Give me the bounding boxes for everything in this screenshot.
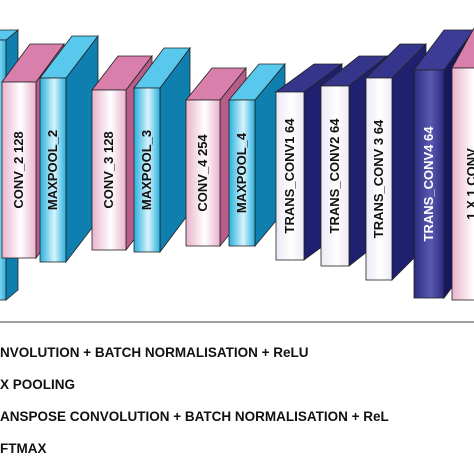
block-top-face bbox=[451, 27, 474, 69]
block-label: TRANS_CONV 3 64 bbox=[371, 119, 386, 238]
block-label: TRANS_CONV2 64 bbox=[327, 118, 342, 234]
block-front-face bbox=[39, 77, 67, 263]
block-front-face bbox=[133, 87, 161, 253]
block-trans-conv3: TRANS_CONV 3 64 bbox=[365, 43, 427, 281]
legend-item-pool: X POOLING bbox=[0, 377, 75, 392]
legend: NVOLUTION + BATCH NORMALISATION + ReLU X … bbox=[0, 345, 389, 456]
block-conv-1x1: 1 X 1 CONV bbox=[451, 27, 474, 301]
block-front-face bbox=[451, 67, 474, 301]
block-label: MAXPOOL_3 bbox=[139, 130, 154, 210]
block-label: TRANS_CONV1 64 bbox=[282, 118, 297, 234]
block-label: MAXPOOL_2 bbox=[45, 130, 60, 210]
legend-item-conv: NVOLUTION + BATCH NORMALISATION + ReLU bbox=[0, 345, 309, 360]
block-label: 1 X 1 CONV bbox=[464, 148, 474, 220]
legend-item-softmax: FTMAX bbox=[0, 441, 47, 456]
block-label: TRANS_CONV4 64 bbox=[421, 126, 436, 242]
block-front-face bbox=[91, 89, 127, 251]
block-maxpool-3: MAXPOOL_3 bbox=[133, 46, 191, 254]
block-maxpool-2: MAXPOOL_2 bbox=[39, 34, 99, 264]
block-label: CONV_2 128 bbox=[11, 131, 26, 208]
block-label: CONV_4 254 bbox=[195, 134, 210, 212]
block-front-face bbox=[185, 99, 221, 247]
block-front-face bbox=[1, 81, 37, 259]
block-front-face bbox=[228, 99, 256, 247]
block-front-face bbox=[275, 91, 305, 261]
block-top-face bbox=[0, 29, 20, 41]
block-front-face bbox=[365, 77, 393, 281]
legend-item-trans: ANSPOSE CONVOLUTION + BATCH NORMALISATIO… bbox=[0, 409, 389, 424]
block-front-face bbox=[320, 85, 350, 267]
block-label: CONV_3 128 bbox=[101, 131, 116, 208]
layer-blocks: CONV_2 128 MAXPOOL_2 CONV_3 128 MAXPOOL_3 CO… bbox=[0, 27, 474, 301]
block-label: MAXPOOL_4 bbox=[234, 132, 249, 213]
block-front-face bbox=[413, 69, 445, 299]
